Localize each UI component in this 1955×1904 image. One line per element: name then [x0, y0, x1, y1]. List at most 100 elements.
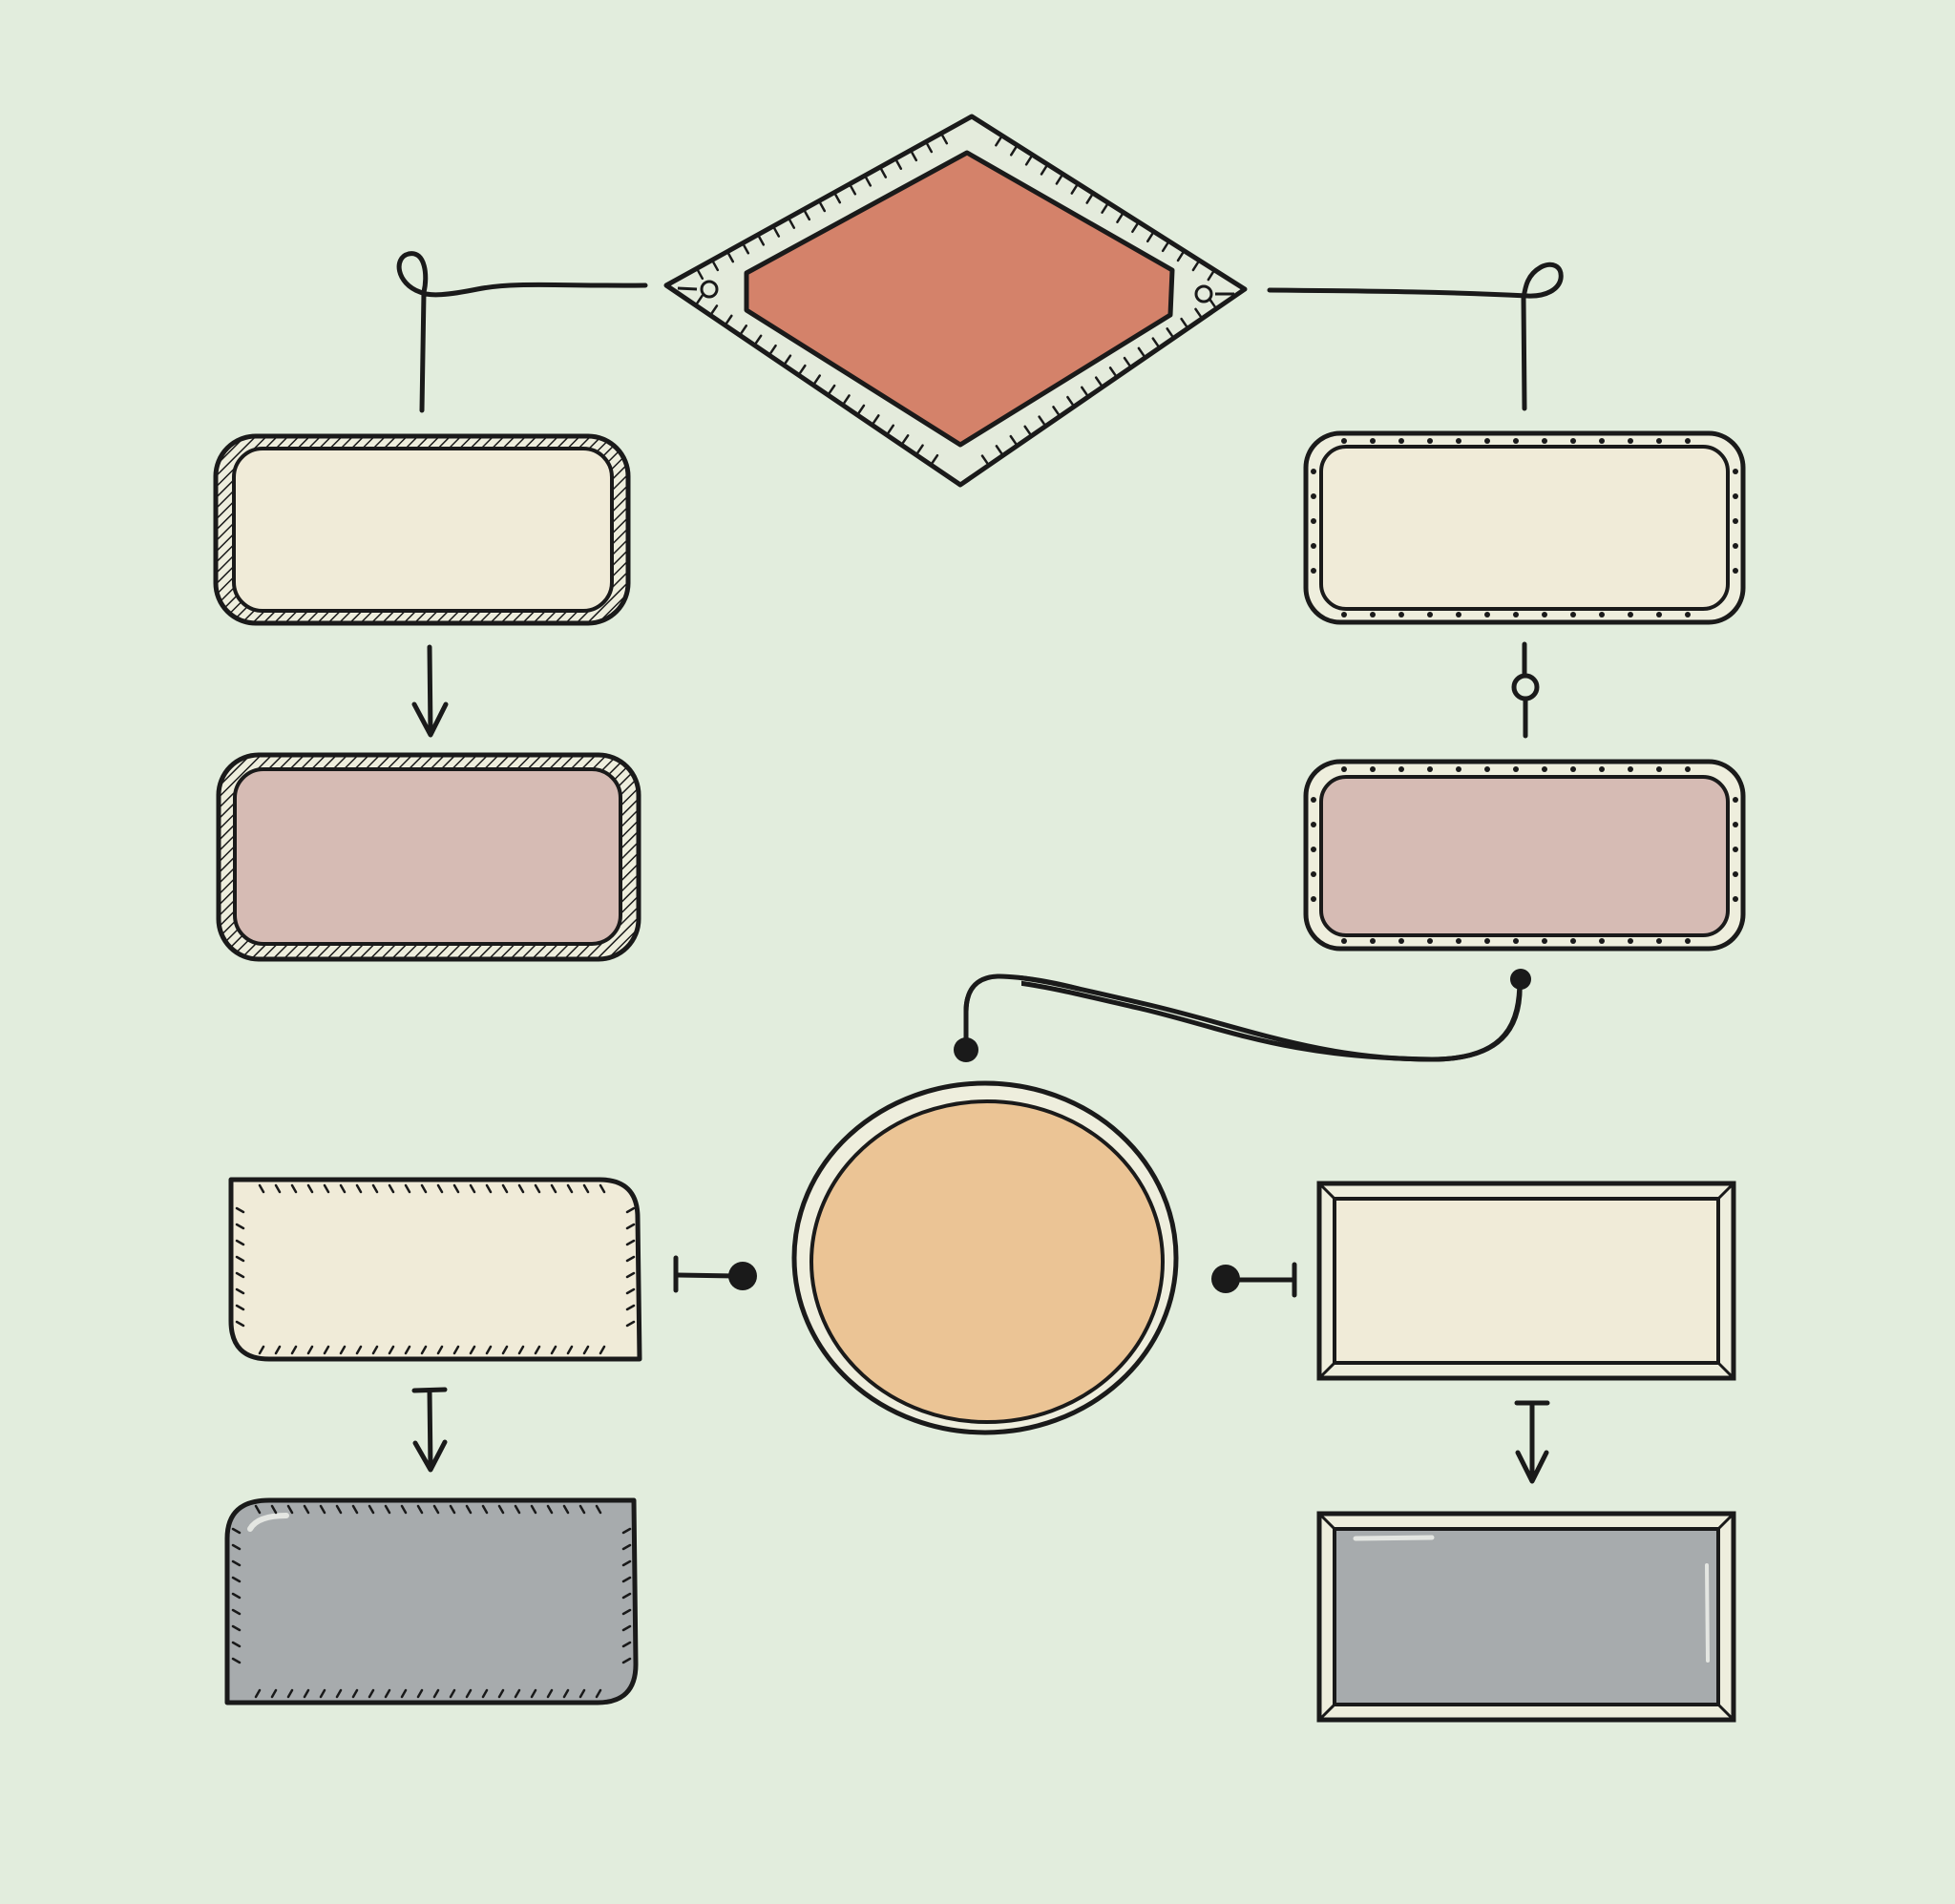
border-tick [371, 1183, 379, 1194]
border-tick [566, 1345, 574, 1355]
center-circle [791, 1080, 1179, 1435]
border-tick [1123, 356, 1131, 366]
border-tick [449, 1504, 456, 1515]
border-tick [420, 1183, 428, 1194]
border-tick [231, 1592, 242, 1600]
border-tick [566, 1183, 574, 1194]
border-tick [452, 1183, 460, 1194]
border-dot [1685, 766, 1691, 772]
border-tick [758, 236, 766, 246]
border-tick [270, 1504, 278, 1515]
border-dot [1427, 766, 1433, 772]
border-tick [432, 1504, 440, 1515]
border-tick [1161, 242, 1169, 253]
border-tick [621, 1641, 632, 1648]
border-dot [1484, 612, 1490, 617]
border-tick [290, 1345, 298, 1355]
border-tick [231, 1657, 242, 1664]
border-tick [501, 1183, 509, 1194]
border-dot [1370, 438, 1376, 444]
border-tick [625, 1287, 636, 1295]
border-tick [306, 1183, 314, 1194]
border-tick [231, 1559, 242, 1567]
border-dot [1341, 938, 1347, 944]
border-tick [872, 414, 880, 425]
border-tick [621, 1608, 632, 1616]
border-dot [1570, 438, 1576, 444]
border-tick [323, 1345, 330, 1355]
border-tick [621, 1657, 632, 1664]
border-tick [582, 1183, 590, 1194]
border-tick [432, 1688, 440, 1699]
process-box-left-4 [224, 1497, 639, 1705]
connector-curve [956, 954, 1523, 1062]
border-dot [1513, 438, 1519, 444]
border-dot [1599, 612, 1605, 617]
border-tick [621, 1624, 632, 1632]
border-tick [621, 1559, 632, 1567]
border-tick [351, 1688, 359, 1699]
border-tick [1166, 327, 1174, 338]
border-dot [1733, 518, 1738, 524]
border-tick [813, 374, 821, 385]
border-tick [743, 244, 750, 255]
border-tick [828, 384, 836, 394]
border-tick [625, 1320, 636, 1328]
border-dot [1427, 938, 1433, 944]
connector-right-bar-arrow [1514, 1400, 1550, 1484]
border-tick [534, 1345, 541, 1355]
border-tick [625, 1239, 636, 1246]
border-dot [1656, 938, 1662, 944]
border-dot [1398, 938, 1404, 944]
border-dot [1542, 612, 1547, 617]
border-tick [819, 201, 827, 213]
connector-circle-left [673, 1255, 757, 1293]
border-tick [1131, 222, 1139, 234]
border-tick [231, 1608, 242, 1616]
border-dot [1733, 871, 1738, 877]
border-tick [497, 1504, 505, 1515]
border-tick [1052, 406, 1060, 416]
border-tick [769, 344, 777, 354]
border-tick [911, 151, 918, 162]
border-tick [578, 1688, 586, 1699]
border-tick [865, 177, 872, 187]
border-tick [1101, 203, 1108, 214]
border-dot [1456, 938, 1461, 944]
border-dot [1456, 612, 1461, 617]
border-tick [436, 1345, 444, 1355]
border-tick [303, 1688, 310, 1699]
border-dot [1628, 438, 1633, 444]
border-dot [1685, 438, 1691, 444]
border-tick [231, 1576, 242, 1583]
border-tick [274, 1345, 282, 1355]
border-dot [1398, 612, 1404, 617]
border-tick [351, 1504, 359, 1515]
border-dot [1733, 797, 1738, 803]
border-tick [1024, 156, 1033, 166]
border-dot [1311, 871, 1316, 877]
border-tick [235, 1223, 245, 1230]
border-tick [534, 1183, 541, 1194]
border-tick [696, 294, 704, 304]
border-tick [235, 1206, 245, 1214]
border-dot [1513, 612, 1519, 617]
border-tick [235, 1320, 245, 1328]
border-tick [514, 1504, 521, 1515]
border-tick [235, 1255, 245, 1263]
border-tick [335, 1688, 343, 1699]
border-dot [1370, 766, 1376, 772]
decision-diamond [663, 114, 1248, 488]
border-dot [1311, 518, 1316, 524]
border-tick [625, 1271, 636, 1279]
border-dot [1513, 766, 1519, 772]
border-dot [1398, 438, 1404, 444]
border-tick [231, 1543, 242, 1551]
border-tick [420, 1345, 428, 1355]
border-tick [517, 1345, 525, 1355]
border-dot [1484, 938, 1490, 944]
border-tick [368, 1688, 375, 1699]
border-tick [517, 1183, 525, 1194]
